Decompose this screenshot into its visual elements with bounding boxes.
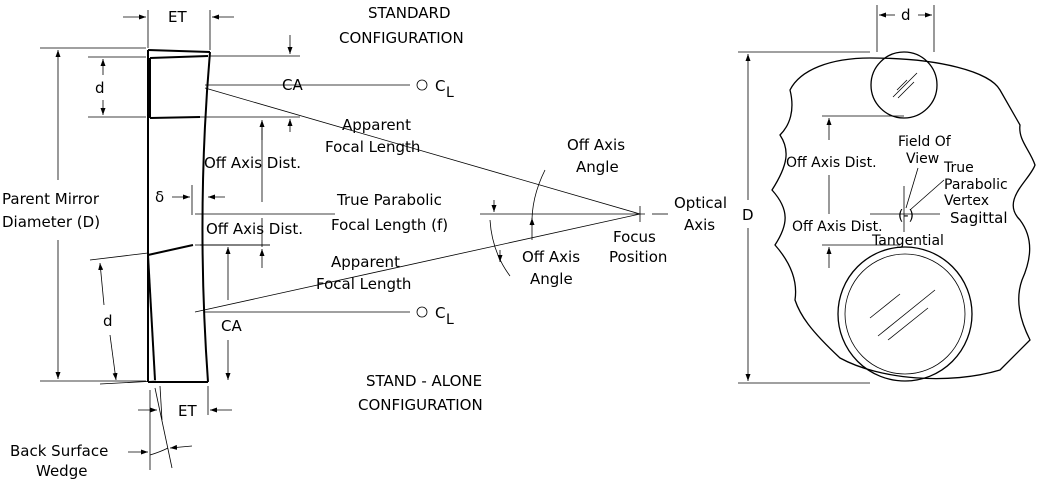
optical-axis-line1: Optical [674, 194, 727, 212]
bottom-segment-circle [837, 246, 973, 382]
off-axis-angle-top-line2: Angle [576, 158, 619, 176]
off-axis-angle-top: Off Axis Angle [491, 136, 625, 240]
et-top-label: ET [168, 8, 187, 26]
off-axis-dist-top-label: Off Axis Dist. [204, 154, 301, 172]
right-off-axis-dist-top: Off Axis Dist. [786, 115, 904, 212]
et-top-dimension: ET [123, 8, 234, 50]
apparent-bottom-line1: Apparent [331, 253, 400, 271]
centerline-bottom-sub: L [446, 312, 454, 328]
apparent-focal-length-top: Apparent Focal Length [200, 87, 641, 215]
off-axis-dist-bottom: Off Axis Dist. [200, 218, 303, 268]
right-D-label: D [742, 206, 754, 224]
stand-alone-configuration-title: STAND - ALONE CONFIGURATION [358, 372, 483, 414]
centerline-bottom-symbol: C [435, 304, 445, 322]
stand-alone-title-line1: STAND - ALONE [366, 372, 482, 390]
centerline-top-symbol: C [435, 77, 445, 95]
off-axis-angle-bottom: Off Axis Angle [489, 219, 580, 288]
top-segment-circle [870, 51, 938, 119]
true-parabolic-line2: Focal Length (f) [331, 216, 448, 234]
back-surface-wedge: Back Surface Wedge [10, 387, 193, 480]
centerline-top-sub: L [446, 85, 454, 101]
off-axis-dist-bottom-label: Off Axis Dist. [206, 220, 303, 238]
apparent-bottom-line2: Focal Length [316, 275, 411, 293]
off-axis-dist-top: Off Axis Dist. [204, 120, 301, 202]
fov-bracket-symbol: (-) [898, 208, 914, 224]
back-wedge-line2: Wedge [36, 462, 87, 480]
stand-alone-title-line2: CONFIGURATION [358, 396, 483, 414]
delta-label: δ [155, 188, 164, 206]
parent-mirror-line2: Diameter (D) [2, 213, 100, 231]
right-off-axis-dist-bottom-label: Off Axis Dist. [792, 219, 883, 235]
ca-bottom-label: CA [221, 317, 242, 335]
focus-position-line2: Position [609, 248, 667, 266]
vertex-line1: True [943, 160, 974, 176]
true-parabolic-line1: True Parabolic [336, 191, 442, 209]
field-of-view-line1: Field Of [898, 134, 952, 150]
ca-top-group: CA C L [205, 35, 454, 101]
right-off-axis-dist-top-label: Off Axis Dist. [786, 155, 877, 171]
off-axis-angle-bottom-line1: Off Axis [522, 248, 580, 266]
sagittal-label: Sagittal [950, 209, 1008, 227]
optical-axis-line2: Axis [684, 216, 715, 234]
sag-delta: δ [155, 185, 225, 215]
parent-mirror-front-view [771, 57, 1036, 380]
d-top-label: d [95, 79, 105, 97]
apparent-focal-length-bottom: Apparent Focal Length [194, 213, 641, 313]
optical-axis-line: True Parabolic Focal Length (f) Optical … [195, 191, 727, 266]
field-of-view-line2: View [906, 151, 939, 167]
d-bottom-label: d [103, 312, 113, 330]
standard-title-line2: CONFIGURATION [339, 29, 464, 47]
off-axis-angle-bottom-line2: Angle [530, 270, 573, 288]
right-d-label: d [901, 6, 911, 24]
right-off-axis-dist-bottom: Off Axis Dist. [792, 212, 900, 268]
focus-position-line1: Focus [613, 228, 656, 246]
right-d-dimension: d [876, 5, 935, 52]
apparent-top-line2: Focal Length [325, 138, 420, 156]
parent-mirror-line1: Parent Mirror [2, 190, 100, 208]
et-bottom-label: ET [178, 402, 197, 420]
d-bottom-dimension: d [89, 252, 157, 385]
ca-top-label: CA [282, 76, 303, 94]
vertex-line2: Parabolic [944, 177, 1008, 193]
right-axes-labels: Field Of View True Parabolic Vertex (-) … [870, 134, 1008, 249]
right-D-dimension: D [738, 51, 870, 384]
off-axis-angle-top-line1: Off Axis [567, 136, 625, 154]
apparent-top-line1: Apparent [342, 116, 411, 134]
standard-title-line1: STANDARD [368, 4, 451, 22]
d-top-dimension: d [88, 56, 146, 118]
et-bottom-dimension: ET [138, 385, 232, 421]
ca-bottom-group: CA C L [195, 244, 454, 380]
back-wedge-line1: Back Surface [10, 442, 108, 460]
parent-mirror-diameter: Parent Mirror Diameter (D) [2, 47, 146, 382]
standard-configuration-title: STANDARD CONFIGURATION [339, 4, 464, 47]
standard-configuration-mirror [147, 49, 211, 383]
vertex-line3: Vertex [944, 193, 989, 209]
tangential-label: Tangential [871, 233, 944, 249]
